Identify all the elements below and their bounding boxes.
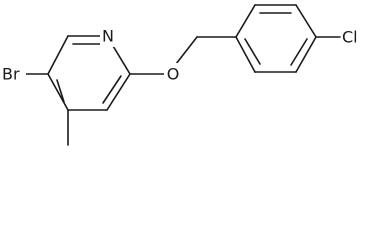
oxygen-atom-label: O [167,65,180,84]
bond-c3p-c4p [295,4,317,38]
pyridine-ring [47,35,131,111]
bond-c4-c5 [47,73,69,111]
bond-c4p-c5p [295,36,317,73]
bond-c1p-c2p [235,4,256,38]
double-bond-inner-c6p-c1p [244,38,261,65]
chlorophenyl-ring [235,4,317,73]
double-bond-inner-c4-c5 [56,79,65,103]
bond-c6p-c1p [235,36,256,73]
double-bond-inner-c2-c3 [102,75,122,104]
double-bond-inner-c4p-c5p [290,38,308,66]
chemical-structure-diagram: N O Br Cl [2,4,358,146]
bond-c5-c6 [47,35,69,75]
nitrogen-atom-label: N [102,27,114,46]
bond-o-ch2 [175,36,198,65]
chlorine-atom-label: Cl [342,28,358,47]
bromine-atom-label: Br [2,65,20,84]
bond-c2-c3 [106,73,131,111]
